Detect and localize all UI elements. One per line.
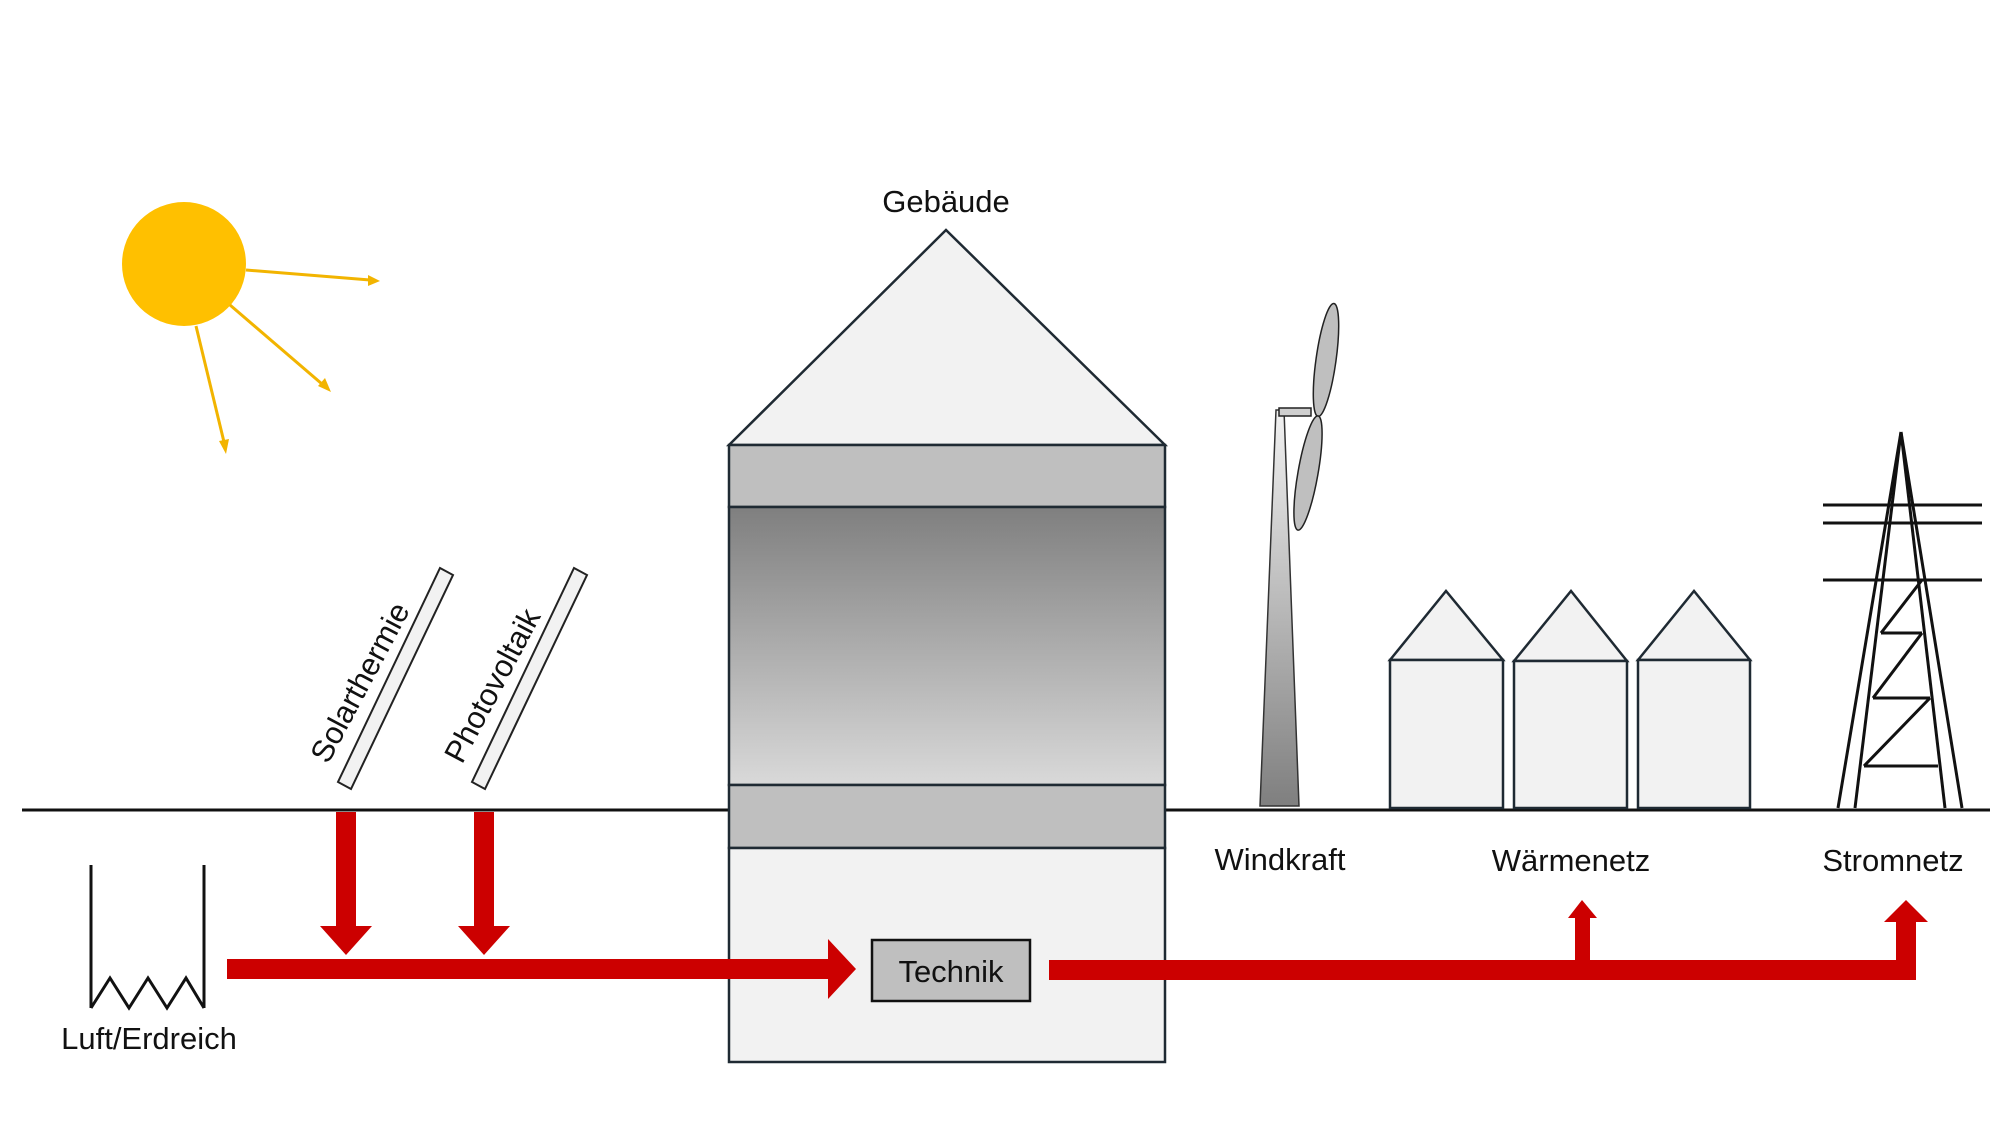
heat-network-houses (1387, 589, 1753, 810)
solar-thermal-panel (336, 566, 455, 791)
heat-grid-label: Wärmenetz (1492, 843, 1650, 878)
building (725, 228, 1169, 1064)
building-band-bottom (727, 783, 1167, 850)
house-icon (1635, 589, 1753, 810)
building-label: Gebäude (882, 184, 1010, 219)
building-body (727, 505, 1167, 787)
building-roof (725, 228, 1169, 447)
power-pylon-icon (1823, 431, 1982, 809)
house-icon (1511, 589, 1630, 810)
energy-flow-arrows (227, 812, 1928, 999)
wind-turbine-icon (1259, 302, 1340, 807)
house-icon (1387, 589, 1506, 810)
building-band-top (727, 443, 1167, 509)
technik-box (870, 938, 1032, 1003)
technik-label: Technik (898, 954, 1004, 989)
ground-heat-collector-icon (89, 865, 206, 1011)
wind-label: Windkraft (1215, 842, 1346, 877)
air-ground-label: Luft/Erdreich (61, 1021, 237, 1056)
sun-icon (122, 202, 380, 454)
photovoltaic-panel (470, 566, 589, 791)
power-grid-label: Stromnetz (1822, 843, 1963, 878)
